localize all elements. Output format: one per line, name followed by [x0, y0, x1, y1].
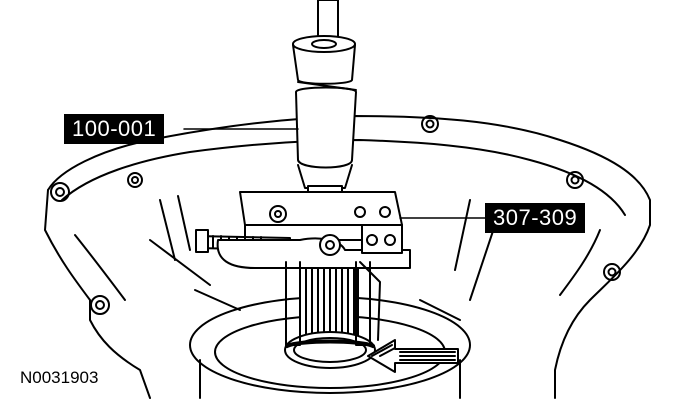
slide-hammer-tool — [292, 0, 357, 207]
tool-callout-307-309: 307-309 — [485, 203, 586, 233]
figure-id: N0031903 — [20, 368, 99, 387]
tool-callout-100-001: 100-001 — [64, 114, 165, 144]
direction-arrow-icon — [367, 339, 459, 373]
seal-remover-tool — [195, 191, 411, 346]
output-shaft — [299, 257, 359, 341]
oil-seal — [284, 331, 376, 369]
